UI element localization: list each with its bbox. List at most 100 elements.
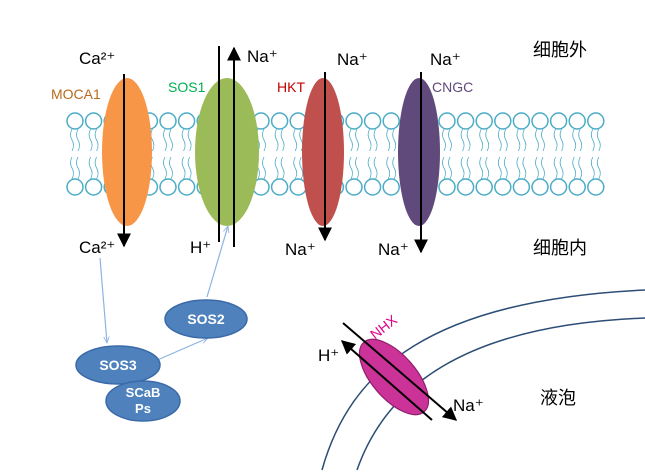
lipid-head — [475, 178, 493, 196]
lipid-head — [363, 112, 382, 130]
lipid-tail — [572, 128, 577, 152]
lipid-tail — [392, 128, 397, 152]
lipid-tail — [596, 156, 601, 180]
lipid-head — [66, 178, 84, 196]
sos1-channel — [195, 78, 259, 226]
lipid-head — [568, 112, 586, 130]
lipid-tail — [355, 128, 359, 152]
nhx-label: NHX — [367, 311, 401, 342]
sos3-protein: SOS3 — [75, 345, 161, 385]
moca1-channel — [102, 78, 152, 226]
lipid-tail — [442, 156, 446, 180]
lipid-tail — [274, 128, 279, 152]
lipid-tail — [460, 156, 465, 180]
lipid-tail — [262, 128, 266, 152]
nhx-channel — [358, 338, 430, 416]
lipid-head — [549, 112, 568, 130]
hkt-channel — [302, 78, 344, 226]
lipid-tail — [88, 128, 93, 152]
lipid-tail — [94, 128, 99, 152]
lipid-tail — [386, 156, 391, 180]
lipid-head — [512, 178, 531, 196]
lipid-tail — [367, 128, 372, 152]
lipid-tail — [187, 156, 192, 180]
lipid-tail — [70, 156, 74, 180]
lipid-tail — [559, 156, 564, 180]
lipid-tail — [590, 156, 595, 180]
lipid-tail — [94, 156, 99, 180]
lipid-tail — [516, 128, 521, 152]
lipid-head — [512, 112, 531, 130]
lipid-head — [363, 178, 382, 196]
lipid-head — [456, 178, 475, 196]
moca1-ca-top-label: Ca²⁺ — [79, 49, 115, 68]
lipid-tail — [293, 128, 298, 152]
lipid-tail — [373, 128, 378, 152]
cngc-label: CNGC — [432, 79, 473, 95]
hkt-na-bottom-label: Na⁺ — [285, 240, 316, 259]
lipid-tail — [559, 128, 564, 152]
vacuole-membrane-outer-arc — [321, 289, 645, 471]
lipid-tail — [578, 156, 583, 180]
lipid-head — [587, 178, 605, 196]
lipid-tail — [497, 128, 502, 152]
lipid-head — [456, 112, 475, 130]
lipid-head — [382, 178, 400, 196]
lipid-tail — [88, 156, 93, 180]
lipid-tail — [355, 156, 359, 180]
scabps-protein: SCaB Ps — [105, 380, 181, 422]
lipid-tail — [373, 156, 378, 180]
lipid-head — [84, 178, 103, 196]
lipid-tail — [541, 156, 545, 180]
vacuole-label: 液泡 — [540, 388, 576, 409]
scabps-label-line1: SCaB — [126, 385, 161, 400]
vacuole-membrane — [321, 289, 645, 471]
lipid-tail — [70, 128, 74, 152]
lipid-tail — [522, 128, 527, 152]
lipid-head — [549, 178, 568, 196]
ca-to-sos3-signal-line — [99, 257, 107, 343]
lipid-tail — [169, 156, 173, 180]
lipid-tail — [535, 156, 539, 180]
scabps-label-line2: Ps — [135, 401, 151, 416]
lipid-tail — [448, 128, 452, 152]
lipid-tail — [503, 156, 508, 180]
lipid-tail — [163, 128, 167, 152]
cngc-na-bottom-label: Na⁺ — [378, 240, 409, 259]
vacuole-membrane-inner-arc — [356, 317, 645, 471]
sos3-to-sos2-signal-line — [154, 337, 208, 362]
lipid-tail — [578, 128, 583, 152]
lipid-head — [84, 112, 103, 130]
lipid-head — [531, 178, 549, 196]
lipid-head — [159, 178, 177, 196]
lipid-tail — [535, 128, 539, 152]
lipid-tail — [466, 156, 471, 180]
hkt-label: HKT — [277, 79, 305, 95]
lipid-tail — [187, 128, 192, 152]
lipid-tail — [76, 128, 80, 152]
lipid-head — [345, 112, 363, 130]
scabps-bubble — [105, 380, 181, 422]
sos1-h-bottom-label: H⁺ — [190, 238, 211, 257]
lipid-tail — [349, 156, 353, 180]
sos3-label: SOS3 — [99, 357, 137, 373]
lipid-head — [475, 112, 493, 130]
lipid-tail — [596, 128, 601, 152]
lipid-tail — [503, 128, 508, 152]
lipid-tail — [274, 156, 279, 180]
sos2-label: SOS2 — [187, 311, 225, 327]
lipid-tail — [349, 128, 353, 152]
lipid-tail — [386, 128, 391, 152]
lipid-tail — [442, 128, 446, 152]
lipid-head — [438, 112, 456, 130]
lipid-tail — [280, 156, 285, 180]
lipid-tail — [553, 128, 558, 152]
lipid-tail — [572, 156, 577, 180]
lipid-tail — [150, 128, 155, 152]
lipid-tail — [181, 156, 186, 180]
sos3-bubble — [75, 345, 161, 385]
lipid-tail — [169, 128, 173, 152]
nhx-h-efflux-arrow — [340, 340, 433, 421]
lipid-tail — [485, 156, 490, 180]
